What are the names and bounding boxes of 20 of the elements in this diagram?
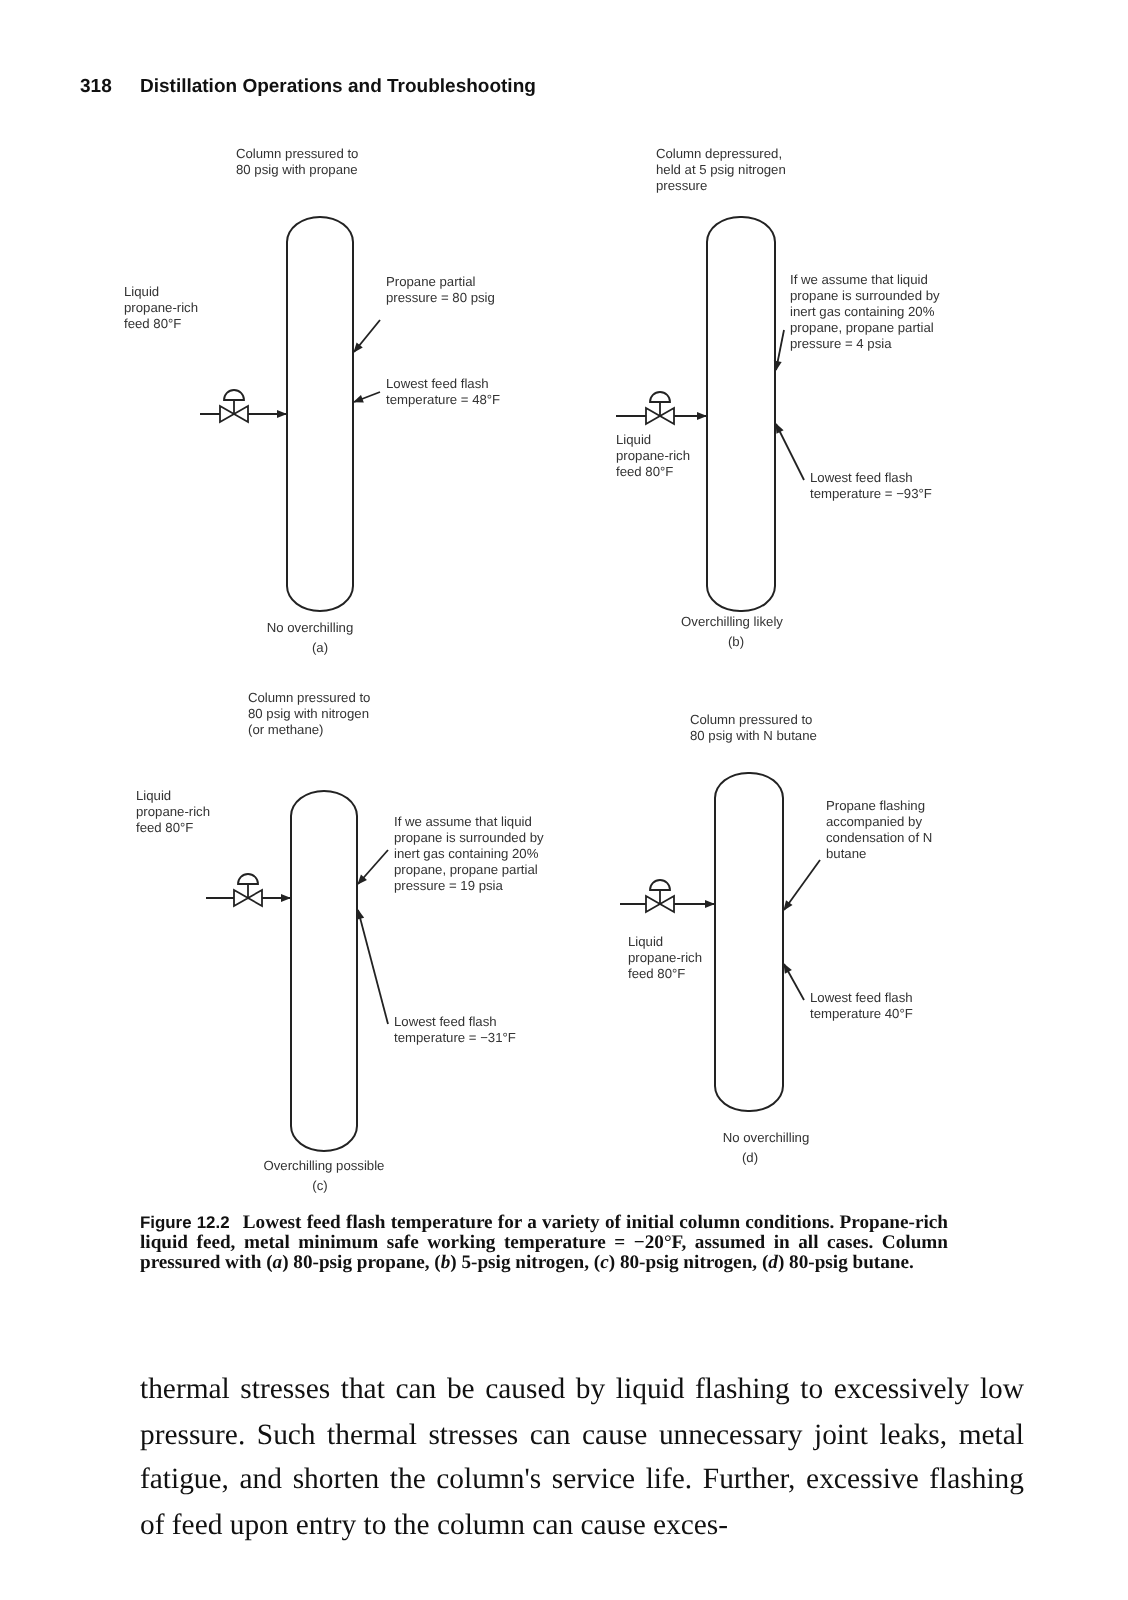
distillation-column — [714, 772, 784, 1112]
feed-line — [619, 900, 715, 908]
body-paragraph: thermal stresses that can be caused by liquid flashing to excessively low pressure. Such thermal stresses can cause unnecessary joint leaks, metal fatigue, and shorten the column's service life. Further, excessive flashing of feed upon entry to the column can cause exces- — [140, 1372, 1024, 1546]
page-number: 318 — [80, 80, 114, 96]
leader-arrow — [773, 329, 785, 371]
leader-arrow — [775, 423, 805, 481]
running-header: Distillation Operations and Troubleshooting — [140, 80, 538, 96]
feed-line — [615, 412, 707, 420]
distillation-column — [290, 790, 358, 1152]
feed-line — [205, 894, 291, 902]
leader-arrow — [353, 391, 381, 403]
feed-line — [199, 410, 287, 418]
leader-arrow — [357, 849, 389, 885]
distillation-column — [286, 216, 354, 612]
distillation-column — [706, 216, 776, 612]
leader-arrow — [353, 319, 381, 353]
figure-caption: Figure 12.2 Lowest feed flash temperature for a variety of initial column conditions. Propane-rich liquid feed, metal minimum safe working temperature = −20°F, assumed in all cases. Column pressured with (a) 80-psig propane, (b) 5-psig nitrogen, (c) 80-psig nitrogen, (d) 80-psig butane. — [140, 1212, 948, 1276]
leader-arrow — [783, 963, 805, 1001]
leader-arrow — [783, 859, 821, 911]
leader-arrow — [356, 909, 389, 1025]
